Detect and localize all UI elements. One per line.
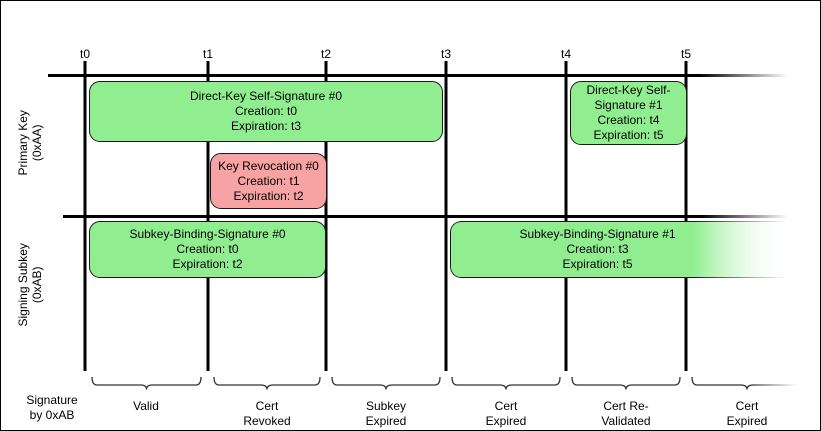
signature-expiration: Expiration: t5 [593, 128, 664, 142]
status-label-cert-revalidated-line2: Validated [601, 414, 651, 428]
signature-box-key-revocation-0[interactable]: Key Revocation #0 Creation: t1 Expiratio… [210, 153, 327, 209]
status-label-valid: Valid [133, 399, 159, 414]
status-label-subkey-expired: Subkey Expired [366, 399, 407, 429]
status-label-cert-expired-1-line2: Expired [485, 414, 527, 428]
status-label-cert-expired-2-line2: Expired [726, 414, 768, 428]
status-bracket-cert-expired-1 [451, 376, 561, 390]
status-label-cert-revalidated: Cert Re- Validated [601, 399, 650, 429]
status-label-subkey-expired-line1: Subkey [365, 399, 407, 413]
signature-title: Subkey-Binding-Signature #1 [519, 227, 676, 241]
status-bracket-cert-expired-2 [691, 376, 803, 390]
time-tick-label-t1: t1 [202, 47, 214, 61]
time-tick-label-t5: t5 [680, 47, 692, 61]
status-bracket-cert-revalidated [571, 376, 681, 390]
time-tick-label-t3: t3 [440, 47, 452, 61]
row-label-signing-subkey-line1: Signing Subkey [16, 243, 31, 327]
status-axis-caption-line1: Signature [26, 393, 78, 407]
status-label-cert-expired-1-line1: Cert [494, 399, 518, 413]
signature-box-direct-key-self-signature-1[interactable]: Direct-Key Self- Signature #1 Creation: … [570, 81, 687, 145]
row-label-primary-key: Primary Key (0xAA) [16, 83, 45, 203]
signature-title: Direct-Key Self-Signature #0 [189, 89, 343, 103]
status-label-cert-revalidated-line1: Cert Re- [603, 399, 649, 413]
signature-box-subkey-binding-signature-1[interactable]: Subkey-Binding-Signature #1 Creation: t3… [450, 221, 788, 278]
status-label-cert-revoked: Cert Revoked [243, 399, 290, 429]
status-label-cert-expired-2: Cert Expired [727, 399, 768, 429]
row-label-primary-key-line2: (0xAA) [30, 124, 44, 162]
signature-title: Key Revocation #0 [218, 158, 319, 173]
time-tick-label-t2: t2 [320, 47, 332, 61]
row-label-primary-key-line1: Primary Key [16, 110, 31, 176]
signature-title-line2: Signature #1 [594, 98, 663, 112]
signature-creation: Creation: t1 [237, 173, 300, 188]
signature-expiration: Expiration: t2 [172, 257, 243, 271]
status-label-cert-revoked-line2: Revoked [243, 414, 291, 428]
signature-box-subkey-binding-signature-0[interactable]: Subkey-Binding-Signature #0 Creation: t0… [89, 221, 326, 278]
signature-title: Subkey-Binding-Signature #0 [129, 227, 286, 241]
row-label-signing-subkey-line2: (0xAB) [30, 266, 44, 304]
signature-creation: Creation: t0 [234, 104, 298, 118]
status-label-valid-line1: Valid [133, 399, 159, 413]
signature-expiration: Expiration: t5 [562, 257, 633, 271]
signature-creation: Creation: t4 [597, 113, 660, 127]
status-label-cert-expired-1: Cert Expired [486, 399, 527, 429]
signature-box-direct-key-self-signature-0[interactable]: Direct-Key Self-Signature #0 Creation: t… [89, 81, 443, 142]
status-label-subkey-expired-line2: Expired [365, 414, 407, 428]
status-label-cert-expired-2-line1: Cert [735, 399, 759, 413]
time-tick-label-t4: t4 [560, 47, 572, 61]
status-axis-caption: Signature by 0xAB [13, 393, 91, 423]
time-tick-label-t0: t0 [79, 47, 91, 61]
row-label-signing-subkey: Signing Subkey (0xAB) [16, 220, 45, 350]
signature-creation: Creation: t3 [566, 242, 629, 256]
status-label-cert-revoked-line1: Cert [255, 399, 279, 413]
status-bracket-cert-revoked [213, 376, 321, 390]
signature-expiration: Expiration: t3 [230, 119, 302, 133]
status-bracket-subkey-expired [331, 376, 441, 390]
signing-subkey-baseline [63, 215, 788, 218]
signature-expiration: Expiration: t2 [233, 188, 304, 203]
status-bracket-valid [91, 376, 202, 390]
signature-title-line1: Direct-Key Self- [586, 83, 671, 97]
status-axis-caption-line2: by 0xAB [29, 408, 75, 422]
primary-key-baseline [48, 74, 788, 77]
signature-creation: Creation: t0 [176, 242, 239, 256]
